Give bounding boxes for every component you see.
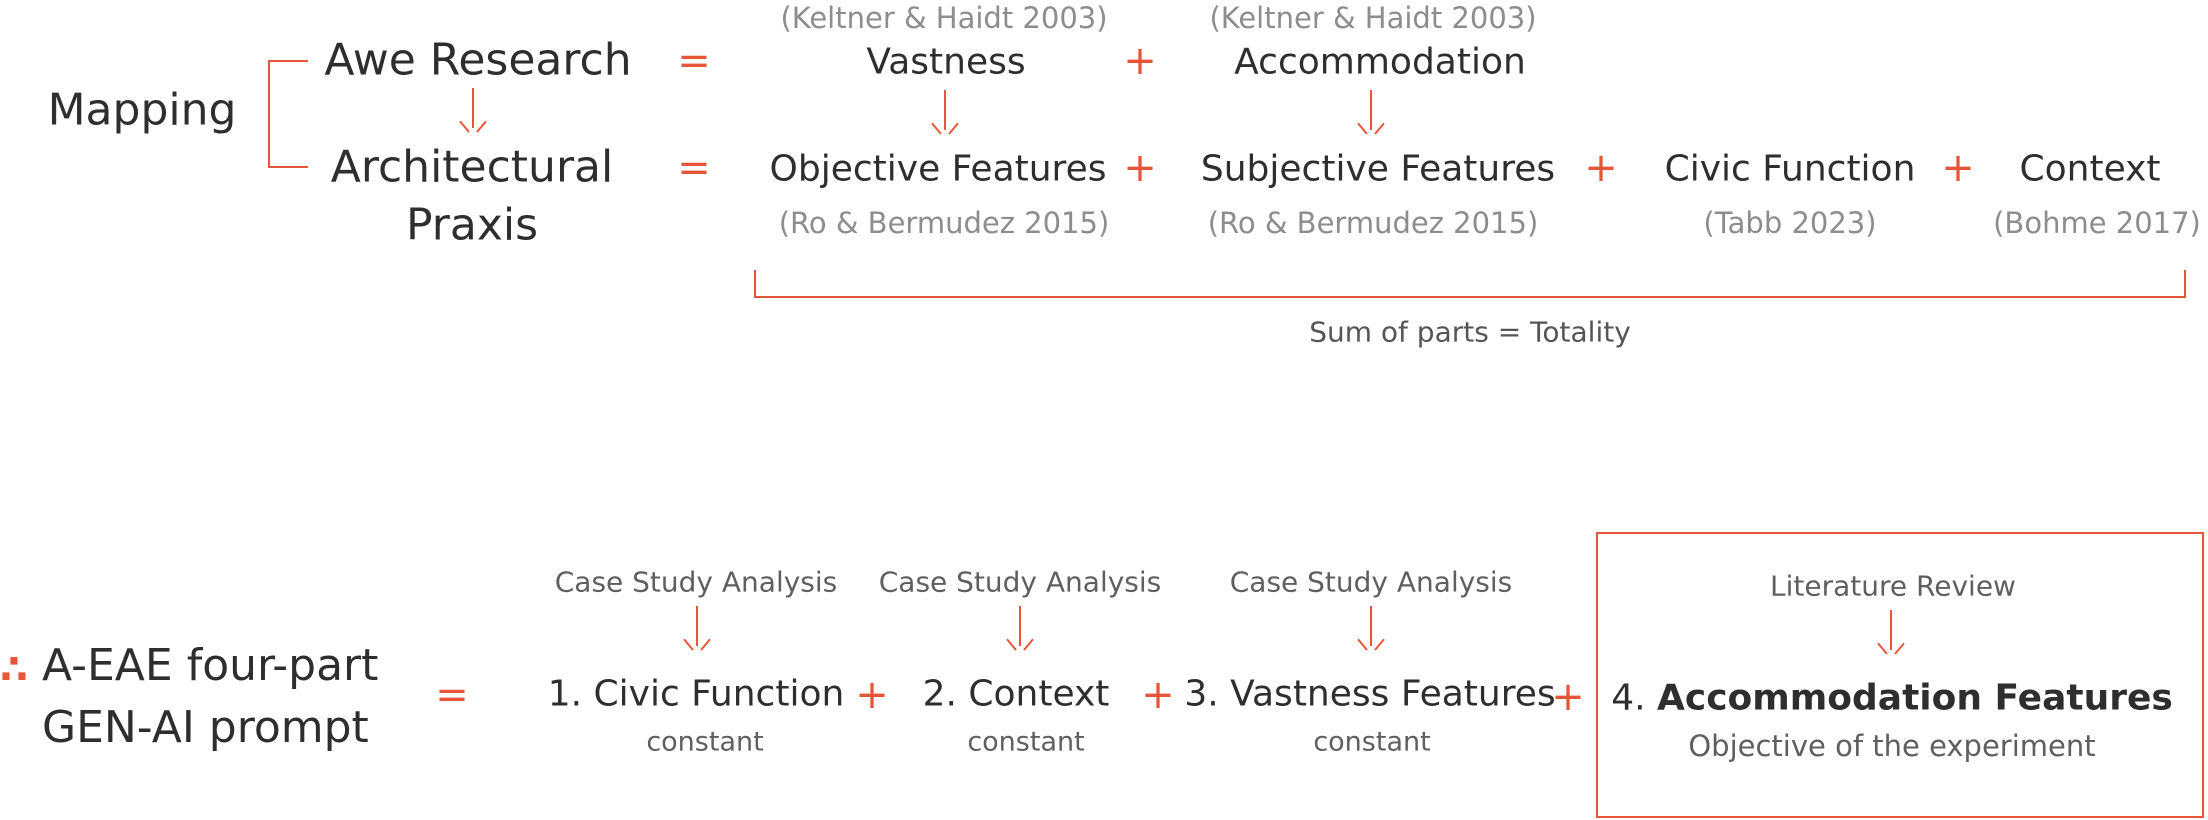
totality-bracket-bottom — [754, 296, 2186, 298]
part2-label: 2. Context — [923, 674, 1110, 715]
plus-sign-prompt-c: + — [1551, 674, 1585, 720]
mapping-bracket-top — [268, 60, 308, 62]
part4-label: 4. Accommodation Features — [1611, 678, 2173, 719]
prompt-title-line1: A-EAE four-part — [42, 640, 379, 691]
part4-name: Accommodation Features — [1657, 677, 2173, 719]
part2-arrow — [1006, 606, 1034, 651]
totality-bracket-left — [754, 270, 756, 298]
part2-number: 2. — [922, 673, 957, 715]
totality-bracket-right — [2184, 270, 2186, 298]
plus-sign-prompt-a: + — [855, 672, 889, 718]
part1-arrow — [683, 606, 711, 651]
objective-features-citation: (Ro & Bermudez 2015) — [778, 206, 1110, 240]
part4-arrow — [1877, 610, 1905, 655]
mapping-bracket-bottom — [268, 166, 308, 168]
plus-sign-prompt-b: + — [1141, 672, 1175, 718]
part4-objective: Objective of the experiment — [1688, 729, 2096, 763]
accommodation-arrow — [1357, 90, 1385, 135]
accommodation-citation: (Keltner & Haidt 2003) — [1209, 1, 1537, 35]
architectural-label: Architectural — [330, 141, 614, 193]
part2-name: Context — [968, 673, 1110, 715]
vastness-arrow — [931, 90, 959, 135]
part4-source: Literature Review — [1770, 569, 2016, 603]
context-label: Context — [2019, 148, 2161, 190]
subjective-features-label: Subjective Features — [1200, 148, 1556, 190]
equals-sign-row2: = — [677, 145, 711, 191]
civic-function-label: Civic Function — [1664, 148, 1916, 190]
part3-source: Case Study Analysis — [1229, 565, 1513, 599]
equals-sign-prompt: = — [435, 672, 469, 718]
mapping-bracket-vertical — [268, 60, 270, 168]
vastness-label: Vastness — [866, 41, 1026, 83]
awe-to-praxis-arrow — [459, 88, 487, 133]
objective-features-label: Objective Features — [769, 148, 1107, 190]
part2-source: Case Study Analysis — [878, 565, 1162, 599]
plus-sign-row2-b: + — [1584, 145, 1618, 191]
part3-label: 3. Vastness Features — [1184, 674, 1555, 715]
therefore-icon: ∴ — [0, 647, 28, 693]
vastness-citation: (Keltner & Haidt 2003) — [780, 1, 1108, 35]
totality-caption: Sum of parts = Totality — [1309, 315, 1631, 349]
mapping-label: Mapping — [47, 84, 237, 136]
civic-function-citation: (Tabb 2023) — [1703, 206, 1877, 240]
prompt-title-line2: GEN-AI prompt — [42, 702, 369, 753]
plus-sign-row1: + — [1123, 38, 1157, 84]
praxis-label: Praxis — [406, 199, 538, 251]
part3-name: Vastness Features — [1230, 673, 1556, 715]
context-citation: (Bohme 2017) — [1993, 206, 2201, 240]
part3-status: constant — [1313, 726, 1431, 758]
part1-number: 1. — [547, 673, 583, 715]
experiment-highlight-box — [1596, 532, 2204, 818]
part4-number: 4. — [1611, 677, 1646, 719]
awe-research-label: Awe Research — [324, 34, 632, 86]
accommodation-label: Accommodation — [1234, 41, 1526, 83]
part1-source: Case Study Analysis — [554, 565, 838, 599]
part1-label: 1. Civic Function — [548, 674, 845, 715]
equals-sign-row1: = — [677, 38, 711, 84]
part1-name: Civic Function — [593, 673, 845, 715]
subjective-features-citation: (Ro & Bermudez 2015) — [1207, 206, 1539, 240]
plus-sign-row2-c: + — [1941, 145, 1975, 191]
part3-number: 3. — [1184, 673, 1219, 715]
part3-arrow — [1357, 606, 1385, 651]
part2-status: constant — [967, 726, 1085, 758]
part1-status: constant — [646, 726, 764, 758]
plus-sign-row2-a: + — [1123, 145, 1157, 191]
